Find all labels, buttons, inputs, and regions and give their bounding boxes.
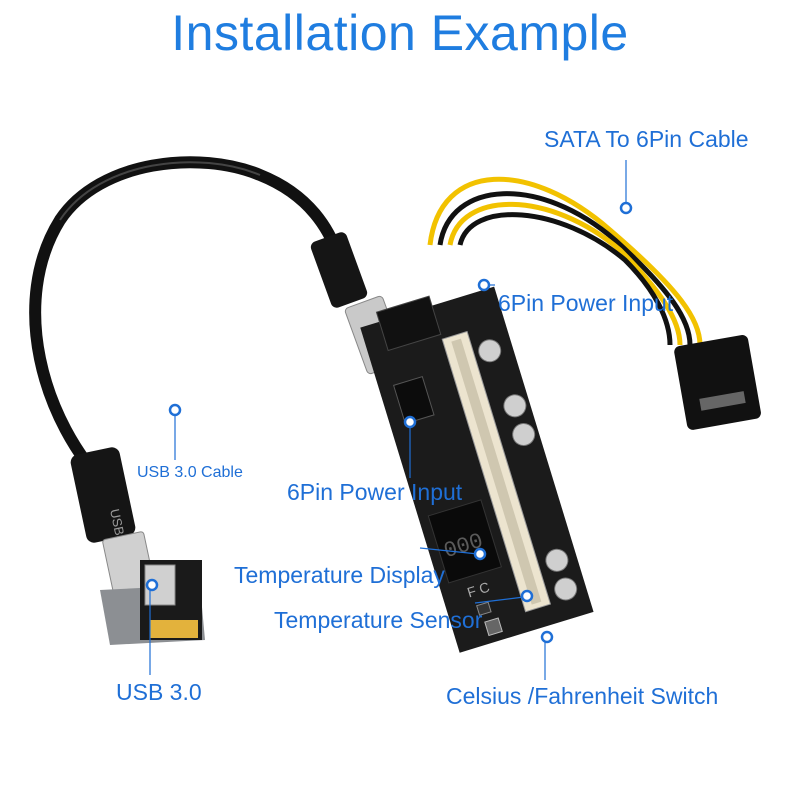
6pin-connector-board — [392, 375, 435, 425]
sata-connector-contact — [699, 391, 746, 411]
label-cf-switch: Celsius /Fahrenheit Switch — [446, 683, 719, 709]
unit-indicator: F C — [465, 579, 491, 601]
cf-switch — [484, 617, 503, 637]
black-wire — [437, 191, 693, 346]
yellow-wire — [427, 176, 703, 346]
leader-lines — [145, 160, 633, 680]
usb-plug-bottom — [70, 447, 136, 543]
capacitor — [512, 423, 536, 447]
capacitor — [503, 394, 527, 418]
label-temperature-sensor: Temperature Sensor — [274, 607, 483, 633]
label-usb30: USB 3.0 — [116, 679, 202, 705]
usb-cable — [29, 156, 346, 496]
label-temperature-display: Temperature Display — [234, 562, 445, 588]
page-title: Installation Example — [171, 5, 629, 61]
usb-cable-highlight — [59, 161, 261, 221]
capacitor — [545, 548, 569, 572]
gold-contacts — [150, 620, 198, 638]
label-usb-cable: USB 3.0 Cable — [137, 464, 243, 481]
riser-board: 000 F C — [360, 286, 594, 653]
6pin-connector-top — [375, 295, 442, 352]
capacitor — [554, 577, 578, 601]
usb-plug-top — [310, 232, 368, 308]
pcie-x16-slot-groove — [451, 338, 542, 605]
black-wire-2 — [457, 212, 673, 346]
capacitor — [478, 339, 502, 363]
sata-connector — [674, 334, 761, 430]
yellow-wire-2 — [447, 201, 683, 346]
temperature-sensor — [476, 601, 492, 616]
label-6pin-power-input-mid: 6Pin Power Input — [287, 479, 463, 505]
label-sata-cable: SATA To 6Pin Cable — [544, 126, 749, 152]
label-6pin-power-input-top: 6Pin Power Input — [498, 290, 674, 316]
